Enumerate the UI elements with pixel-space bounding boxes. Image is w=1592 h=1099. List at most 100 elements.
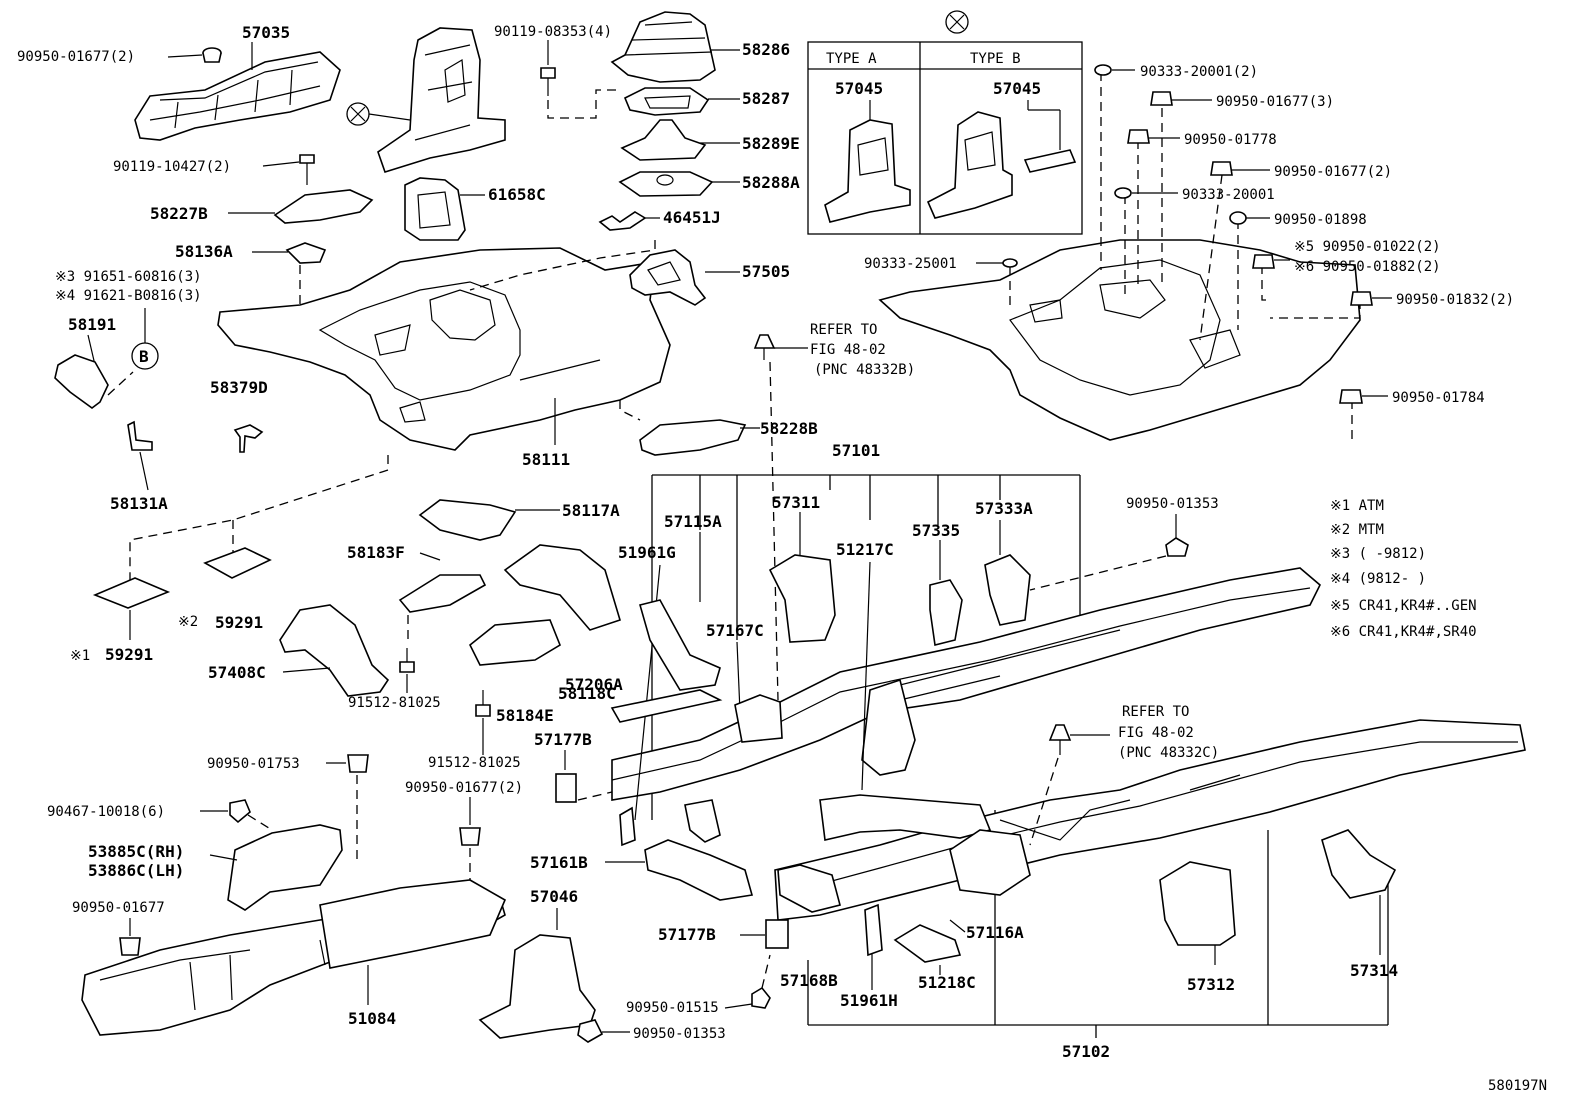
label-58379D: 58379D bbox=[210, 378, 268, 397]
clip-90950-01784 bbox=[1339, 389, 1363, 404]
label-58184E: 58184E bbox=[496, 706, 554, 725]
panel-53885c-shape bbox=[227, 824, 343, 911]
bracket-58117a-shape bbox=[418, 499, 517, 541]
clip-58379d-shape bbox=[233, 424, 264, 453]
label-57335: 57335 bbox=[912, 521, 960, 540]
boot-61658c-shape bbox=[404, 177, 466, 241]
clip-90950-01677-2c bbox=[459, 827, 481, 846]
label-58118C: 58118C bbox=[558, 684, 616, 703]
plug-90333-25001 bbox=[1002, 258, 1018, 268]
shim-59291-bottom bbox=[92, 577, 171, 609]
clip-90950-01677-3 bbox=[1150, 91, 1173, 106]
clip-90950-01677 bbox=[119, 937, 141, 956]
label-58191: 58191 bbox=[68, 315, 116, 334]
label-57045a: 57045 bbox=[835, 79, 883, 98]
label-58183F: 58183F bbox=[347, 543, 405, 562]
grommet-48332c bbox=[1048, 724, 1072, 755]
pad-57177b-a bbox=[555, 773, 577, 803]
clip-51961g-shape bbox=[619, 806, 636, 847]
legend: ※1 ATM ※2 MTM ※3 ( -9812) ※4 (9812- ) ※5… bbox=[1330, 498, 1477, 640]
label-57045b: 57045 bbox=[993, 79, 1041, 98]
label-57116A: 57116A bbox=[966, 923, 1024, 942]
bracket-lower-rail-shape bbox=[610, 689, 723, 723]
bracket-58191-shape bbox=[54, 354, 109, 409]
clip-90950-01677-2b bbox=[1210, 161, 1233, 176]
label-57333A: 57333A bbox=[975, 499, 1033, 518]
bracket-58136a-shape bbox=[285, 242, 327, 264]
label-57035: 57035 bbox=[242, 23, 290, 42]
bracket-58118c-shape bbox=[468, 619, 561, 666]
label-57408C: 57408C bbox=[208, 663, 266, 682]
legend-2: ※2 MTM bbox=[1330, 522, 1384, 538]
label-90950-01677-2b: 90950-01677(2) bbox=[1274, 164, 1392, 180]
bracket-57335-shape bbox=[929, 579, 963, 646]
panel-51084-shape bbox=[319, 879, 507, 969]
bracket-57115a-shape bbox=[639, 599, 721, 691]
label-58131A: 58131A bbox=[110, 494, 168, 513]
label-57206A: 57206A bbox=[565, 675, 623, 694]
legend-5: ※5 CR41,KR4#..GEN bbox=[1330, 598, 1477, 614]
label-57167C: 57167C bbox=[706, 621, 764, 640]
label-91621: ※4 91621-B0816(3) bbox=[55, 288, 202, 304]
bracket-57312-shape bbox=[1159, 861, 1236, 946]
label-57177Bb: 57177B bbox=[658, 925, 716, 944]
label-57177Ba: 57177B bbox=[534, 730, 592, 749]
bolt-90119-08353 bbox=[540, 67, 556, 96]
label-90950-01778: 90950-01778 bbox=[1184, 132, 1277, 148]
bracket-51218c-shape bbox=[893, 924, 962, 963]
clip-90950-01515 bbox=[751, 986, 771, 1009]
label-58287: 58287 bbox=[742, 89, 790, 108]
bracket-57206a-shape bbox=[503, 544, 621, 631]
bolt-90119-10427 bbox=[299, 154, 315, 185]
clip-90950-01353b bbox=[577, 1019, 604, 1043]
label-90950-01677: 90950-01677 bbox=[72, 900, 165, 916]
boot-58289e-shape bbox=[620, 119, 707, 161]
label-90950-01882: ※6 90950-01882(2) bbox=[1294, 259, 1441, 275]
label-57314: 57314 bbox=[1350, 961, 1398, 980]
shim-59291-top bbox=[203, 547, 272, 579]
label-refer2-c: (PNC 48332C) bbox=[1118, 745, 1219, 761]
label-91512a: 91512-81025 bbox=[348, 695, 441, 711]
boot-58286-shape bbox=[610, 11, 716, 83]
label-90950-01022: ※5 90950-01022(2) bbox=[1294, 239, 1441, 255]
label-57168B: 57168B bbox=[780, 971, 838, 990]
bolt-91512-b bbox=[475, 690, 491, 717]
bracket-center-lower-shape bbox=[949, 829, 1031, 896]
bracket-58227b-shape bbox=[273, 189, 374, 224]
label-91651: ※3 91651-60816(3) bbox=[55, 269, 202, 285]
label-90119-10427: 90119-10427(2) bbox=[113, 159, 231, 175]
label-57115A: 57115A bbox=[664, 512, 722, 531]
frame-57102-bracket bbox=[807, 810, 1389, 1038]
bracket-57505-shape bbox=[629, 249, 707, 306]
label-refer2-a: REFER TO bbox=[1122, 704, 1189, 720]
label-90950-01677-2c: 90950-01677(2) bbox=[405, 780, 523, 796]
clip-90950-01778 bbox=[1127, 129, 1150, 144]
label-90333-20001-2: 90333-20001(2) bbox=[1140, 64, 1258, 80]
bracket-57167c-shape bbox=[734, 694, 783, 743]
label-90950-01753: 90950-01753 bbox=[207, 756, 300, 772]
label-type-b: TYPE B bbox=[970, 51, 1021, 67]
label-53885C: 53885C(RH) bbox=[88, 842, 184, 861]
label-90950-01515: 90950-01515 bbox=[626, 1000, 719, 1016]
label-90950-01677-3: 90950-01677(3) bbox=[1216, 94, 1334, 110]
rear-floor-pan-shape bbox=[878, 239, 1361, 441]
clip-90950-01677-a bbox=[202, 47, 222, 63]
label-58111: 58111 bbox=[522, 450, 570, 469]
label-58117A: 58117A bbox=[562, 501, 620, 520]
pad-57177b-b bbox=[765, 919, 789, 949]
plug-90333-20001-2 bbox=[1094, 64, 1112, 76]
pillar-57045b-shape bbox=[926, 109, 1077, 219]
label-57161B: 57161B bbox=[530, 853, 588, 872]
label-58136A: 58136A bbox=[175, 242, 233, 261]
label-58227B: 58227B bbox=[150, 204, 208, 223]
label-51217C: 51217C bbox=[836, 540, 894, 559]
bracket-57333a-shape bbox=[984, 554, 1031, 626]
rear-floor-dashes bbox=[1009, 72, 1361, 440]
clip-51961h-shape bbox=[864, 903, 883, 957]
clip-90950-01832 bbox=[1350, 291, 1373, 306]
circle-b-marker bbox=[131, 342, 159, 370]
label-46451J: 46451J bbox=[663, 208, 721, 227]
crossmember-shape bbox=[819, 794, 992, 841]
label-61658C: 61658C bbox=[488, 185, 546, 204]
label-57102: 57102 bbox=[1062, 1042, 1110, 1061]
